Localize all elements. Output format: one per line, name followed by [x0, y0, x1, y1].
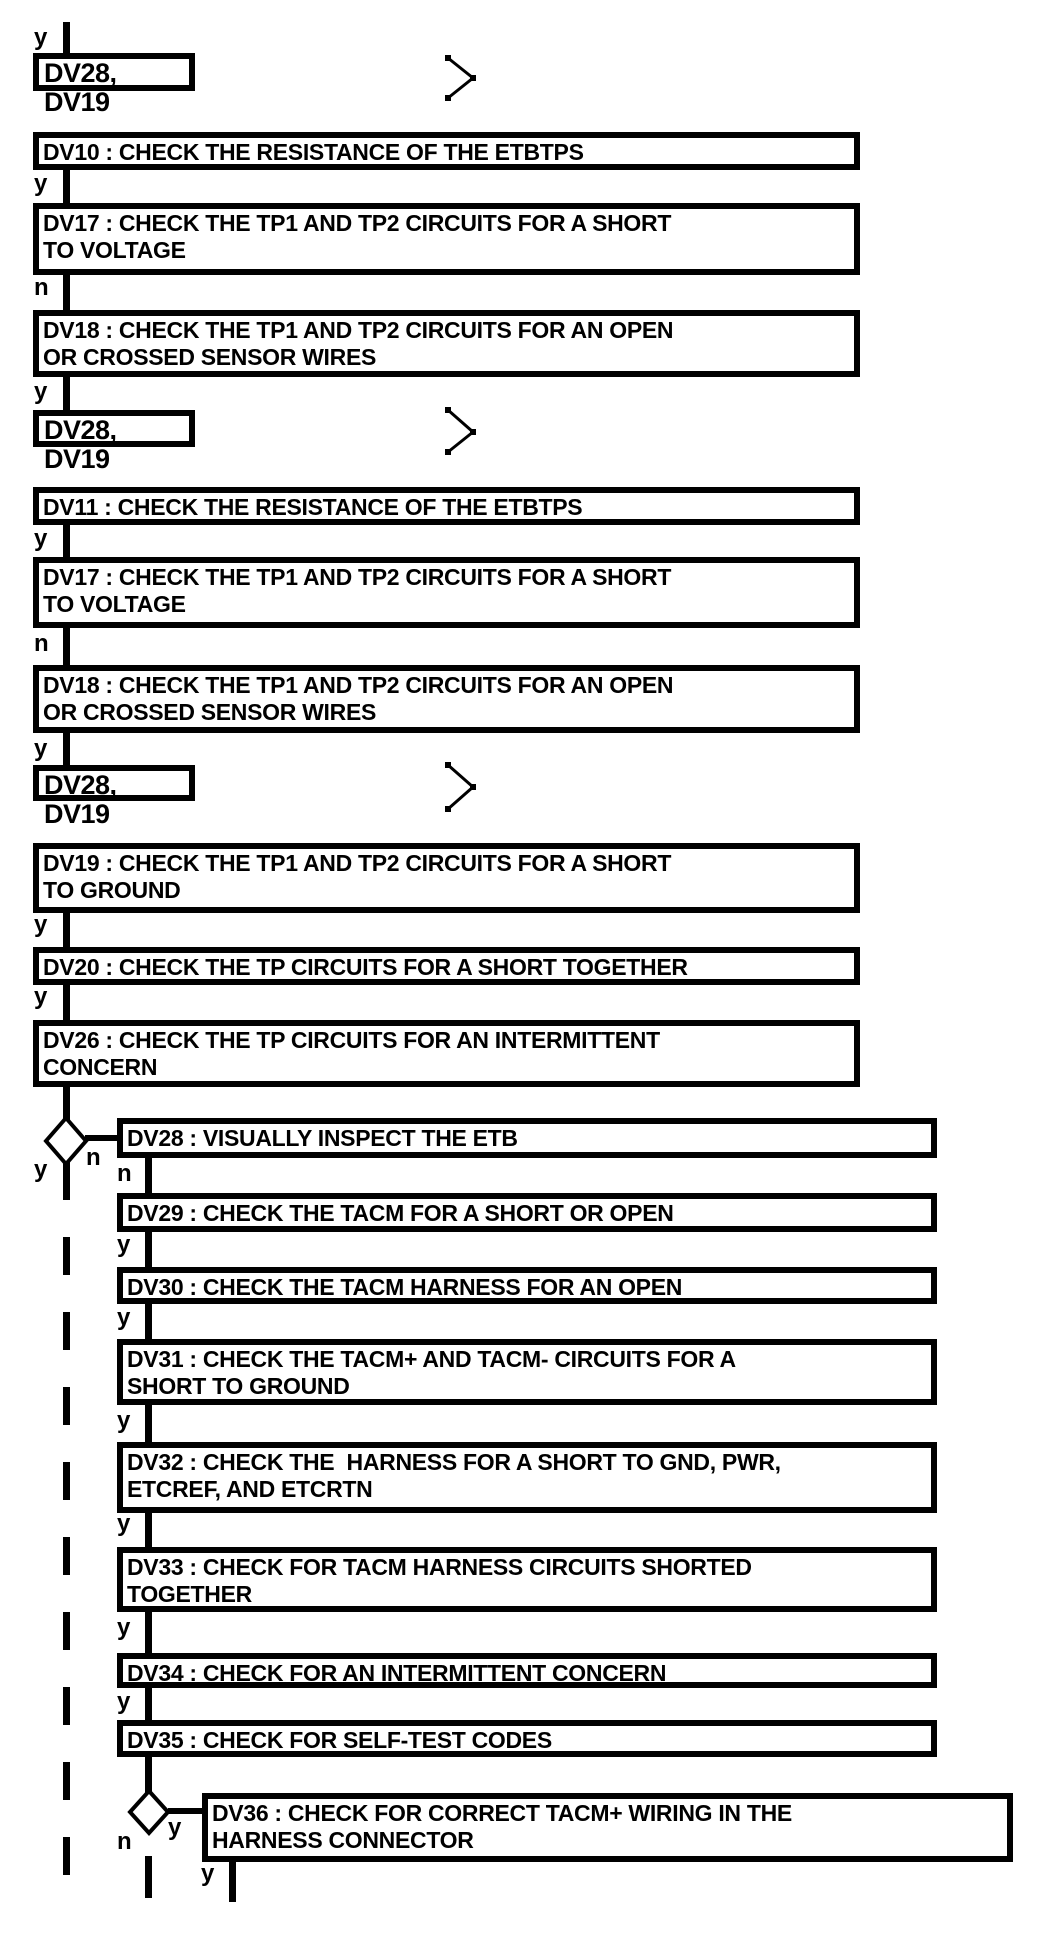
- connector-line: [168, 1808, 204, 1814]
- flow-box-jump2: DV28, DV19: [33, 410, 195, 474]
- connector-line: [145, 1757, 152, 1794]
- connector-line: [85, 1135, 119, 1141]
- branch-label-y: y: [201, 1860, 215, 1887]
- connector-line: [63, 733, 70, 767]
- flow-box-dv18a: DV18 : CHECK THE TP1 AND TP2 CIRCUITS FO…: [33, 310, 860, 377]
- flow-box-dv35: DV35 : CHECK FOR SELF-TEST CODES: [117, 1720, 937, 1757]
- branch-label-y: y: [34, 24, 48, 51]
- connector-line: [145, 1304, 152, 1341]
- branch-label-y: y: [117, 1304, 131, 1331]
- connector-line: [229, 1862, 236, 1902]
- connector-line: [63, 275, 70, 312]
- branch-label-y: y: [34, 525, 48, 552]
- flow-box-jump3: DV28, DV19: [33, 765, 195, 829]
- branch-label-y: y: [34, 378, 48, 405]
- connector-line: [63, 628, 70, 667]
- connector-line: [145, 1405, 152, 1444]
- connector-line: [63, 22, 70, 55]
- flow-box-dv32: DV32 : CHECK THE HARNESS FOR A SHORT TO …: [117, 1442, 937, 1513]
- branch-label-y: y: [168, 1814, 182, 1841]
- flow-box-dv20: DV20 : CHECK THE TP CIRCUITS FOR A SHORT…: [33, 947, 860, 985]
- connector-line: [63, 985, 70, 1022]
- flow-box-dv11: DV11 : CHECK THE RESISTANCE OF THE ETBTP…: [33, 487, 860, 525]
- branch-label-y: y: [117, 1614, 131, 1641]
- connector-line: [145, 1232, 152, 1269]
- next-page-chevron-icon: [445, 762, 476, 812]
- flow-box-dv30: DV30 : CHECK THE TACM HARNESS FOR AN OPE…: [117, 1267, 937, 1304]
- branch-label-y: y: [34, 983, 48, 1010]
- flow-box-dv33: DV33 : CHECK FOR TACM HARNESS CIRCUITS S…: [117, 1547, 937, 1612]
- connector-line: [145, 1856, 152, 1898]
- connector-line: [63, 1087, 70, 1120]
- next-page-chevron-icon: [445, 407, 476, 455]
- connector-line: [145, 1612, 152, 1655]
- flow-box-dv26: DV26 : CHECK THE TP CIRCUITS FOR AN INTE…: [33, 1020, 860, 1087]
- branch-label-y: y: [34, 1156, 48, 1183]
- flow-box-dv10: DV10 : CHECK THE RESISTANCE OF THE ETBTP…: [33, 132, 860, 170]
- branch-label-n: n: [34, 274, 49, 301]
- flow-box-jump1: DV28, DV19: [33, 53, 195, 117]
- next-page-chevron-icon: [445, 55, 476, 101]
- connector-line: [63, 913, 70, 949]
- branch-label-y: y: [117, 1688, 131, 1715]
- connector-line: [145, 1513, 152, 1549]
- branch-label-y: y: [34, 911, 48, 938]
- branch-label-n: n: [34, 630, 49, 657]
- branch-label-y: y: [117, 1407, 131, 1434]
- flow-box-dv18b: DV18 : CHECK THE TP1 AND TP2 CIRCUITS FO…: [33, 665, 860, 733]
- flow-box-dv29: DV29 : CHECK THE TACM FOR A SHORT OR OPE…: [117, 1193, 937, 1232]
- branch-label-n: n: [86, 1144, 101, 1171]
- decision-diamond: [127, 1788, 171, 1836]
- branch-label-y: y: [34, 735, 48, 762]
- flow-box-dv17a: DV17 : CHECK THE TP1 AND TP2 CIRCUITS FO…: [33, 203, 860, 275]
- branch-label-y: y: [34, 170, 48, 197]
- flow-box-dv17b: DV17 : CHECK THE TP1 AND TP2 CIRCUITS FO…: [33, 557, 860, 628]
- branch-label-n: n: [117, 1160, 132, 1187]
- dashed-continuation-line: [63, 1162, 70, 1907]
- connector-line: [63, 377, 70, 412]
- flow-box-dv19: DV19 : CHECK THE TP1 AND TP2 CIRCUITS FO…: [33, 843, 860, 913]
- connector-line: [63, 170, 70, 205]
- decision-diamond: [43, 1114, 89, 1168]
- flow-box-dv36: DV36 : CHECK FOR CORRECT TACM+ WIRING IN…: [202, 1793, 1013, 1862]
- flow-box-dv31: DV31 : CHECK THE TACM+ AND TACM- CIRCUIT…: [117, 1339, 937, 1405]
- branch-label-y: y: [117, 1510, 131, 1537]
- connector-line: [145, 1688, 152, 1722]
- branch-label-y: y: [117, 1231, 131, 1258]
- flow-box-dv34: DV34 : CHECK FOR AN INTERMITTENT CONCERN: [117, 1653, 937, 1688]
- connector-line: [145, 1158, 152, 1195]
- connector-line: [63, 525, 70, 559]
- branch-label-n: n: [117, 1828, 132, 1855]
- flow-box-dv28: DV28 : VISUALLY INSPECT THE ETB: [117, 1118, 937, 1158]
